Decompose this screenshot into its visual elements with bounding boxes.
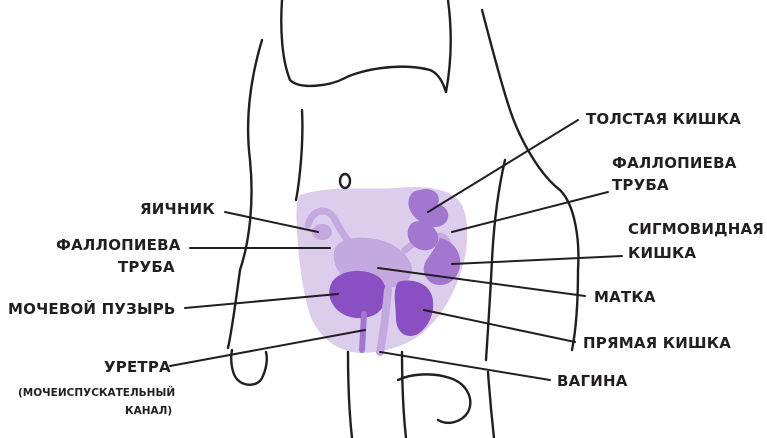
label-urethra-note-line2: КАНАЛ) [125, 405, 172, 417]
label-bladder: МОЧЕВОЙ ПУЗЫРЬ [8, 299, 176, 318]
label-colon: ТОЛСТАЯ КИШКА [586, 110, 741, 128]
label-uterus: МАТКА [594, 288, 656, 306]
label-sigmoid-line1: СИГМОВИДНАЯ [628, 220, 764, 238]
urethra [362, 314, 364, 350]
label-sigmoid-line2: КИШКА [628, 244, 696, 262]
label-urethra-note-line1: (МОЧЕИСПУСКАТЕЛЬНЫЙ [18, 386, 175, 399]
label-rectum: ПРЯМАЯ КИШКА [583, 334, 731, 352]
label-ovary: ЯИЧНИК [140, 200, 215, 218]
label-fallopian-right-line2: ТРУБА [612, 176, 669, 194]
label-vagina: ВАГИНА [557, 372, 628, 390]
label-fallopian-left-line2: ТРУБА [118, 258, 175, 276]
label-fallopian-right-line1: ФАЛЛОПИЕВА [612, 154, 737, 172]
navel [340, 174, 350, 188]
label-urethra: УРЕТРА [104, 358, 171, 376]
label-fallopian-left-line1: ФАЛЛОПИЕВА [56, 236, 181, 254]
